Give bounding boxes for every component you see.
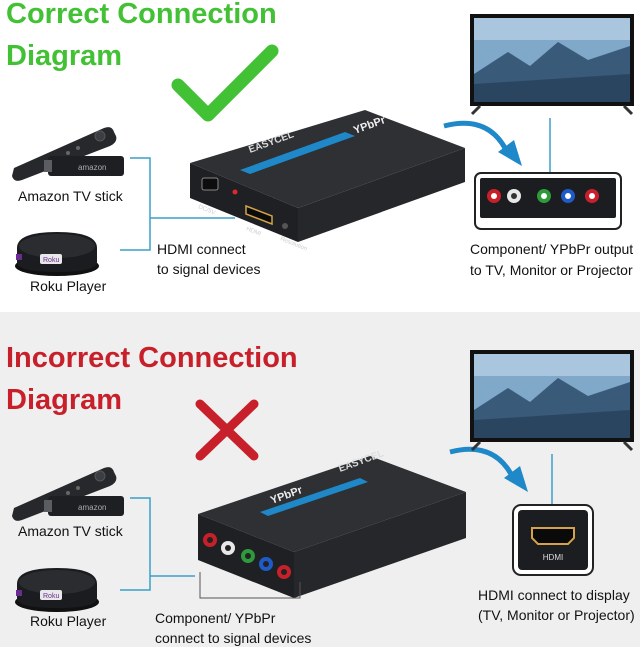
input-label-line2: connect to signal devices <box>155 630 312 646</box>
tv-connector-line <box>551 454 553 504</box>
cross-icon <box>195 399 259 461</box>
amazon-tv-stick-icon: amazon <box>12 127 124 181</box>
input-label-line2: to signal devices <box>157 261 261 277</box>
hdmi-callout-label: HDMI <box>543 553 563 562</box>
incorrect-heading-line1: Incorrect Connection <box>6 342 298 374</box>
roku-player-icon: Roku <box>15 232 99 276</box>
stick-logo-text: amazon <box>78 163 106 172</box>
input-label-line1: HDMI connect <box>157 241 246 257</box>
roku-player-icon: Roku <box>15 568 99 612</box>
correct-heading-line2: Diagram <box>6 40 123 72</box>
input-label-line1: Component/ YPbPr <box>155 610 276 626</box>
port-bracket-lines <box>199 572 301 599</box>
roku-logo-text: Roku <box>43 593 59 600</box>
check-icon <box>171 44 279 122</box>
correct-heading-line1: Correct Connection <box>6 0 277 30</box>
source1-label: Amazon TV stick <box>18 523 123 539</box>
tv-icon <box>470 350 634 452</box>
arrow-icon <box>449 446 528 492</box>
component-ports-icon <box>474 172 622 230</box>
output-label-line1: HDMI connect to display <box>478 587 630 603</box>
source2-label: Roku Player <box>30 278 107 294</box>
source-connector-lines <box>120 497 195 591</box>
amazon-tv-stick-icon: amazon <box>12 467 124 521</box>
arrow-icon <box>443 120 522 166</box>
source2-label: Roku Player <box>30 613 107 629</box>
incorrect-heading-line2: Diagram <box>6 384 123 416</box>
hdmi-port-icon: HDMI <box>512 504 594 576</box>
source1-label: Amazon TV stick <box>18 188 123 204</box>
output-label-line2: to TV, Monitor or Projector <box>470 262 633 278</box>
source-connector-lines <box>120 157 235 251</box>
incorrect-connection-panel: Incorrect Connection Diagram amazon Amaz… <box>0 312 640 647</box>
hdmi-port-label: HDMI <box>245 226 262 237</box>
correct-connection-panel: Correct Connection Diagram amazon Amazon… <box>0 0 640 312</box>
stick-logo-text: amazon <box>78 503 106 512</box>
output-label-line1: Component/ YPbPr output <box>470 241 634 257</box>
converter-box-component-side: EASYCEL YPbPr <box>198 448 466 598</box>
converter-box-hdmi-side: EASYCEL YPbPr DC/5V HDMI Resolution <box>190 110 465 252</box>
output-label-line2: (TV, Monitor or Projector) <box>478 607 635 623</box>
roku-logo-text: Roku <box>43 257 59 264</box>
tv-connector-line <box>549 118 551 172</box>
tv-icon <box>470 14 634 116</box>
